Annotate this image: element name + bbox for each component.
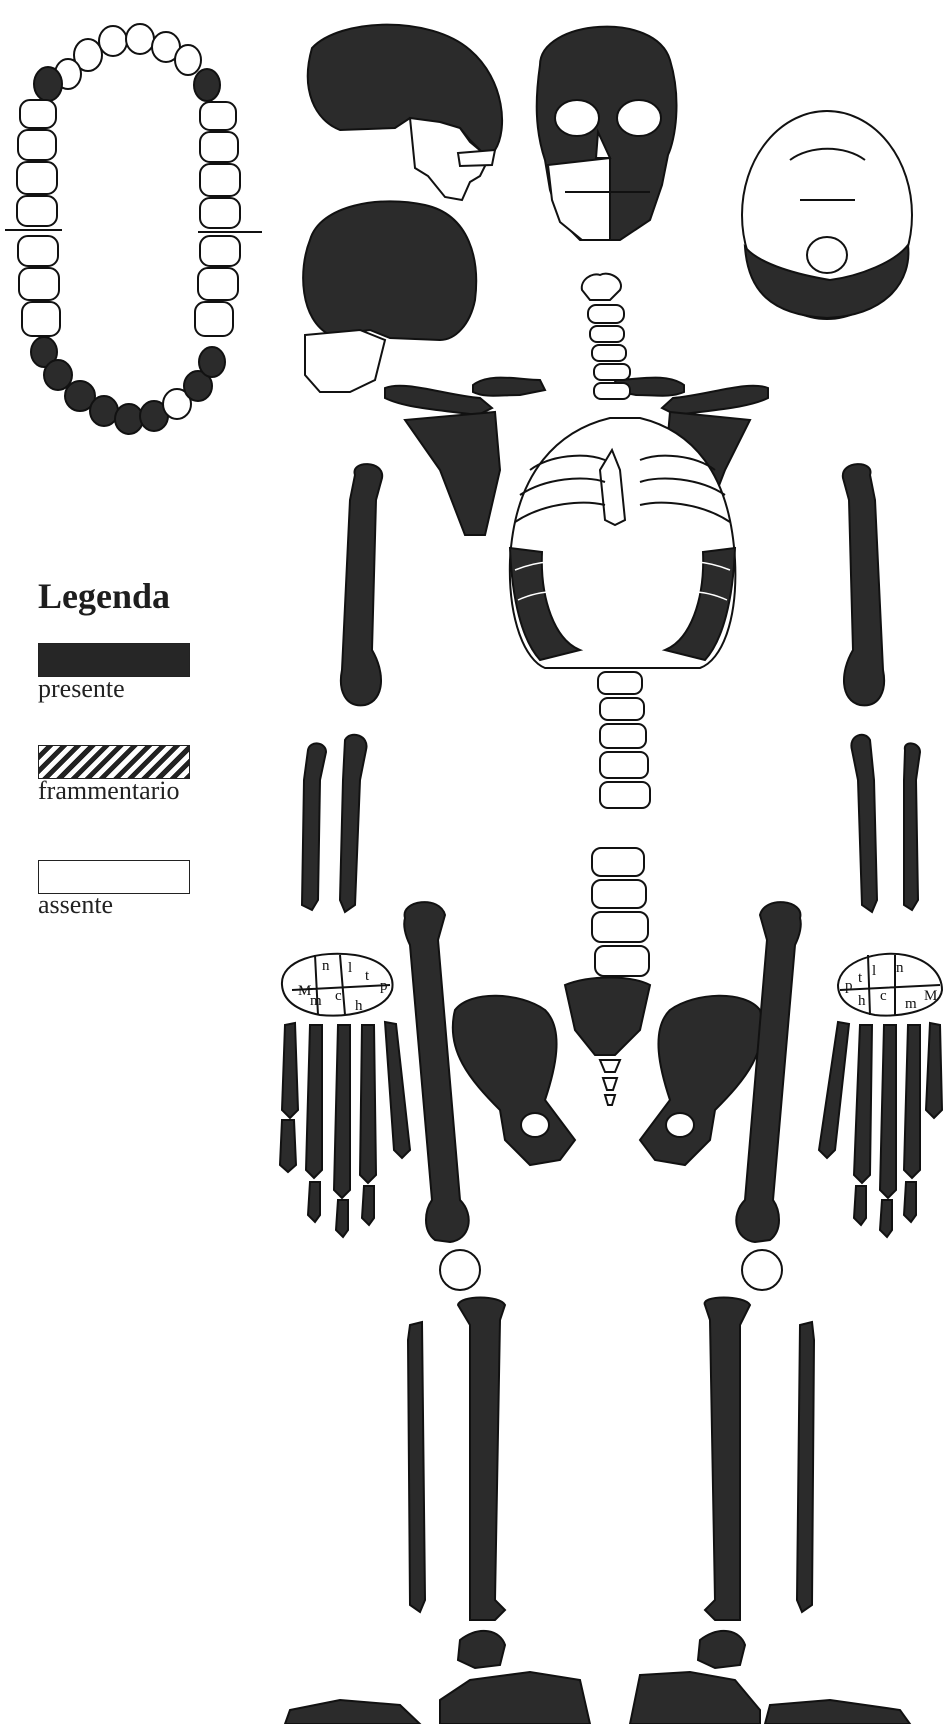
skull-lateral-left [303,201,476,392]
ribcage [510,418,736,668]
legend-title: Legenda [38,575,170,617]
skull-basal [742,111,912,319]
dental-chart [5,24,262,434]
carpal-label: h [858,993,866,1009]
tibiae-fibulae [408,1298,814,1621]
legend-label-fragmentary: frammentario [38,776,180,806]
carpal-label: m [905,996,917,1012]
carpal-label: l [348,960,352,976]
patellae [440,1250,782,1290]
feet [285,1631,910,1724]
skull-frontal [537,27,677,240]
legend-swatch-absent [38,860,190,894]
carpal-label: c [880,988,887,1004]
carpal-label: n [322,958,330,974]
legend-swatch-fragmentary [38,745,190,779]
carpal-label: c [335,988,342,1004]
carpal-label: h [355,998,363,1014]
legend-label-present: presente [38,674,125,704]
carpal-label: l [872,963,876,979]
carpal-label: n [896,960,904,976]
carpal-label: M [924,988,937,1004]
legend-swatch-present [38,643,190,677]
pelvis [453,978,762,1166]
skull-lateral-right [308,25,502,200]
legend-label-absent: assente [38,890,113,920]
carpal-label: m [310,993,322,1009]
carpal-label: p [845,978,853,994]
carpal-label: p [380,978,388,994]
